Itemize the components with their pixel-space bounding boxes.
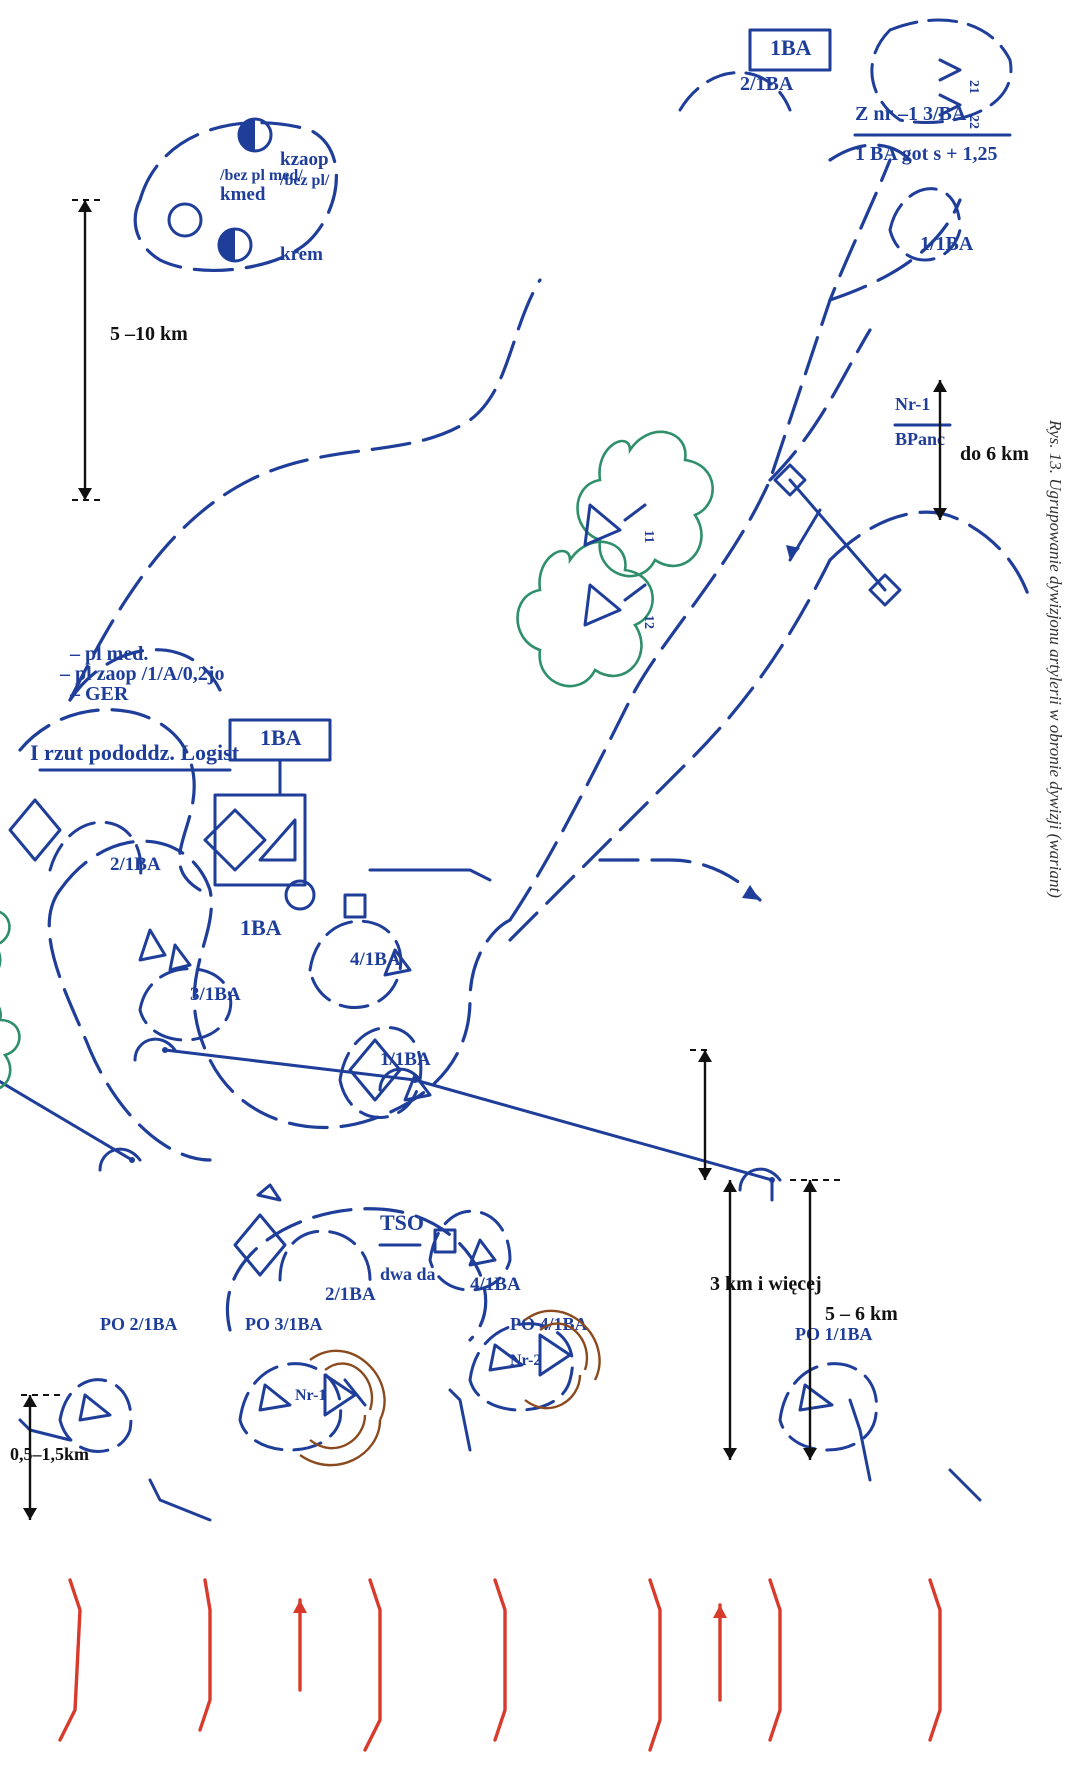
svg-text:1/1BA: 1/1BA — [380, 1049, 431, 1070]
svg-text:– pl med.: – pl med. — [69, 643, 148, 665]
tso-sub-label: dwa da — [380, 1264, 436, 1284]
po-3-1ba-label: PO 3/1BA — [245, 1314, 323, 1334]
main-1ba-area: 2/1BA 3/1BA 1BA 4/1BA 1/1BA 1BA — [8, 648, 512, 1162]
forest-areas: 11 12 — [0, 430, 714, 1097]
svg-text:kzaop: kzaop — [280, 149, 329, 170]
svg-text:21: 21 — [966, 80, 981, 94]
irzut-label: I rzut pododdz. Logist — [30, 740, 240, 765]
svg-text:0,5–1,5km: 0,5–1,5km — [10, 1444, 89, 1464]
distance-measures: 5 –10 km do 6 km 3 km i więcej 5 – 6 km … — [10, 199, 1029, 1520]
corner-symbols: 21 22 — [870, 18, 1013, 129]
svg-text:do 6 km: do 6 km — [960, 443, 1029, 465]
upper-right-1ba: 2/1BA 1BA 1/1BA Z nr –1 3/BA 1 BA got s … — [678, 28, 1012, 302]
svg-text:2/1BA: 2/1BA — [740, 73, 794, 95]
po-2-1ba-label: PO 2/1BA — [100, 1314, 178, 1334]
enemy-positions — [58, 1578, 942, 1752]
nr1-label: Nr-1 — [295, 1387, 326, 1404]
tso-label: TSO — [380, 1210, 424, 1235]
svg-text:2/1BA: 2/1BA — [325, 1284, 376, 1305]
svg-text:3/1BA: 3/1BA — [190, 984, 241, 1005]
nr1-bpanc-bottom-label: BPanc — [895, 429, 945, 449]
svg-text:– GER: – GER — [69, 683, 129, 705]
upper-1-1ba-label: 1/1BA — [920, 233, 974, 255]
ba-1-flag-right-label: 1BA — [770, 35, 812, 60]
svg-text:1 BA got s + 1,25: 1 BA got s + 1,25 — [855, 143, 998, 165]
svg-text:1BA: 1BA — [260, 725, 302, 750]
z-nr-label: Z nr –1 3/BA — [855, 103, 967, 125]
ger-label: – GER — [69, 683, 129, 705]
tso-4-1ba-label: 4/1BA — [470, 1274, 521, 1295]
plzaop-label: – pl zaop /1/A/0,2jo — [59, 663, 224, 685]
tso-2-1ba-label: 2/1BA — [325, 1284, 376, 1305]
svg-text:kmed: kmed — [220, 184, 266, 205]
svg-text:4/1BA: 4/1BA — [470, 1274, 521, 1295]
ba-1-flag-label: 1BA — [260, 725, 302, 750]
observation-posts — [0, 1037, 782, 1202]
rear-services: kmed /bez pl med/ kzaop /bez pl/ krem — [133, 117, 338, 272]
svg-text:Z nr –1 3/BA: Z nr –1 3/BA — [855, 103, 967, 125]
d-5-10-label: 5 –10 km — [110, 323, 188, 345]
tso-zone: 2/1BA TSO dwa da 4/1BA — [226, 1183, 521, 1342]
svg-text:Nr-2: Nr-2 — [510, 1352, 541, 1369]
plmed-label: – pl med. — [69, 643, 148, 665]
ba-2-1-label: 2/1BA — [110, 854, 161, 875]
ba-1-main-label: 1BA — [240, 915, 282, 940]
kzaop-label: kzaop — [280, 149, 329, 170]
bezpl-label: /bez pl/ — [279, 172, 330, 189]
svg-text:dwa da: dwa da — [380, 1264, 436, 1284]
svg-text:5 –10 km: 5 –10 km — [110, 323, 188, 345]
d-do6-label: do 6 km — [960, 443, 1029, 465]
po-3-1ba: PO 3/1BA — [238, 1314, 343, 1452]
svg-text:– pl zaop /1/A/0,2jo: – pl zaop /1/A/0,2jo — [59, 663, 224, 685]
num-11-label: 11 — [641, 530, 656, 543]
svg-text:krem: krem — [280, 244, 323, 265]
ba-3-1-label: 3/1BA — [190, 984, 241, 1005]
svg-text:/bez pl/: /bez pl/ — [279, 172, 330, 189]
krem-label: krem — [280, 244, 323, 265]
nr1-bpanc-top-label: Nr-1 — [895, 394, 930, 414]
logistics-label: I rzut pododdz. Logist – GER – pl zaop /… — [30, 643, 240, 772]
svg-text:TSO: TSO — [380, 1210, 424, 1235]
svg-text:22: 22 — [966, 115, 981, 129]
nr2-label: Nr-2 — [510, 1352, 541, 1369]
svg-text:PO 1/1BA: PO 1/1BA — [795, 1324, 873, 1344]
svg-text:12: 12 — [641, 615, 656, 629]
num-12-label: 12 — [641, 615, 656, 629]
svg-text:PO 3/1BA: PO 3/1BA — [245, 1314, 323, 1334]
svg-text:1/1BA: 1/1BA — [920, 233, 974, 255]
po-1-1ba: PO 1/1BA — [778, 1324, 879, 1452]
upper-2-1ba-label: 2/1BA — [740, 73, 794, 95]
svg-text:Nr-1: Nr-1 — [895, 394, 930, 414]
svg-text:BPanc: BPanc — [895, 429, 945, 449]
svg-text:1BA: 1BA — [240, 915, 282, 940]
d-3km-label: 3 km i więcej — [710, 1273, 822, 1295]
d-05-label: 0,5–1,5km — [10, 1444, 89, 1464]
svg-text:Nr-1: Nr-1 — [295, 1387, 326, 1404]
svg-text:/bez pl med/: /bez pl med/ — [219, 167, 303, 184]
po-2-1ba: PO 2/1BA — [58, 1314, 178, 1453]
figure-caption: Rys. 13. Ugrupowanie dywizjonu artylerii… — [1046, 419, 1065, 898]
z-nr-sub-label: 1 BA got s + 1,25 — [855, 143, 998, 165]
svg-text:11: 11 — [641, 530, 656, 543]
kmed-label: kmed — [220, 184, 266, 205]
svg-text:3 km i więcej: 3 km i więcej — [710, 1273, 822, 1295]
routes — [68, 143, 1032, 942]
num-22-label: 22 — [966, 115, 981, 129]
svg-text:2/1BA: 2/1BA — [110, 854, 161, 875]
bezplmed-label: /bez pl med/ — [219, 167, 303, 184]
num-21-label: 21 — [966, 80, 981, 94]
forward-lines — [18, 1388, 982, 1522]
svg-text:1BA: 1BA — [770, 35, 812, 60]
ba-1-1-label: 1/1BA — [380, 1049, 431, 1070]
radar-nr2: Nr-2 — [510, 1309, 601, 1410]
d-5-6-label: 5 – 6 km — [825, 1303, 898, 1325]
svg-text:PO 2/1BA: PO 2/1BA — [100, 1314, 178, 1334]
svg-text:5 – 6 km: 5 – 6 km — [825, 1303, 898, 1325]
nr1-bpanc: Nr-1 BPanc — [773, 394, 952, 607]
radar-nr1: Nr-1 — [295, 1349, 386, 1467]
po-1-1ba-label: PO 1/1BA — [795, 1324, 873, 1344]
svg-text:I rzut pododdz. Logist: I rzut pododdz. Logist — [30, 740, 240, 765]
svg-text:Rys. 13. Ugrupowanie dywizjonu: Rys. 13. Ugrupowanie dywizjonu artylerii… — [1046, 419, 1065, 898]
